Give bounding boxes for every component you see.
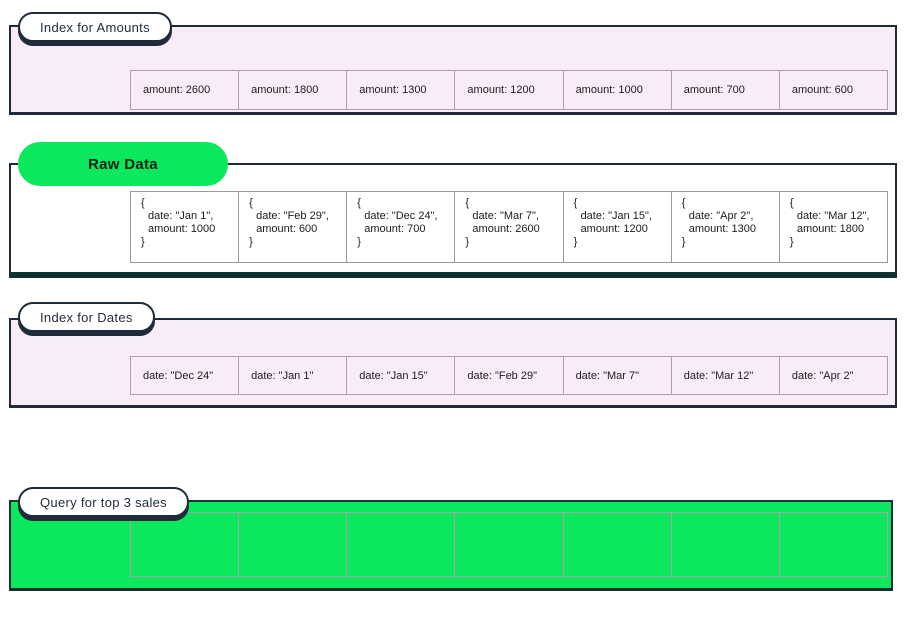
record-line: { (573, 197, 578, 209)
record-line: } (573, 236, 578, 248)
query-result-cell (562, 512, 672, 577)
index-for-dates-label: Index for Dates (40, 309, 133, 325)
amount-index-cell: amount: 700 (670, 70, 780, 110)
raw-data-record-cell: {date: "Apr 2",amount: 1300} (670, 191, 780, 263)
record-line: date: "Mar 7", (472, 210, 539, 222)
date-index-cell: date: "Jan 1" (238, 356, 348, 395)
amount-index-cell: amount: 1000 (562, 70, 672, 110)
record-line: } (249, 236, 253, 248)
raw-data-record-cell: {date: "Feb 29",amount: 600} (238, 191, 348, 263)
raw-data-record-cell: {date: "Mar 7",amount: 2600} (454, 191, 564, 263)
record-line: date: "Dec 24", (364, 210, 438, 222)
amount-index-cell: amount: 1200 (454, 70, 564, 110)
index-for-amounts-label: Index for Amounts (40, 19, 150, 35)
record-line: } (465, 236, 470, 248)
amount-index-cell: amount: 2600 (130, 70, 240, 110)
record-line: amount: 1200 (580, 223, 648, 235)
raw-data-label-pill: Raw Data (18, 142, 228, 186)
date-index-cell: date: "Dec 24" (130, 356, 240, 395)
query-result-cell (130, 512, 240, 577)
date-index-cell: date: "Feb 29" (454, 356, 564, 395)
raw-data-record-cell: {date: "Mar 12",amount: 1800} (778, 191, 888, 263)
record-line: { (789, 197, 794, 209)
record-line: } (141, 236, 145, 248)
record-line: amount: 1000 (148, 223, 216, 235)
record-line: amount: 1800 (796, 223, 865, 235)
query-result-cell (346, 512, 456, 577)
record-line: amount: 2600 (472, 223, 540, 235)
raw-data-row: {date: "Jan 1",amount: 1000}{date: "Feb … (130, 191, 888, 263)
raw-data-label: Raw Data (88, 155, 158, 173)
amount-index-cell: amount: 1300 (346, 70, 456, 110)
date-index-cell: date: "Mar 12" (670, 356, 780, 395)
record-line: date: "Jan 15", (580, 210, 652, 222)
record-line: } (357, 236, 361, 248)
amount-index-cell: amount: 600 (778, 70, 888, 110)
record-line: } (789, 236, 794, 248)
query-result-cell (238, 512, 348, 577)
record-line: { (681, 197, 686, 209)
date-index-row: date: "Dec 24"date: "Jan 1"date: "Jan 15… (130, 356, 888, 395)
record-line: date: "Jan 1", (148, 210, 214, 222)
index-for-dates-label-pill: Index for Dates (18, 302, 155, 332)
amount-index-cell: amount: 1800 (238, 70, 348, 110)
record-line: { (141, 197, 145, 209)
raw-data-record-cell: {date: "Dec 24",amount: 700} (346, 191, 456, 263)
query-top3-label-pill: Query for top 3 sales (18, 487, 189, 517)
index-for-amounts-label-pill: Index for Amounts (18, 12, 172, 42)
record-line: date: "Apr 2", (688, 210, 754, 222)
record-line: } (681, 236, 686, 248)
query-result-row (130, 512, 888, 577)
record-line: date: "Mar 12", (796, 210, 870, 222)
record-line: date: "Feb 29", (256, 210, 329, 222)
query-result-cell (454, 512, 564, 577)
query-result-cell (670, 512, 780, 577)
date-index-cell: date: "Mar 7" (562, 356, 672, 395)
record-line: amount: 700 (364, 223, 426, 235)
date-index-cell: date: "Apr 2" (778, 356, 888, 395)
raw-data-record-cell: {date: "Jan 1",amount: 1000} (130, 191, 240, 263)
query-top3-label: Query for top 3 sales (40, 494, 167, 510)
record-line: { (465, 197, 470, 209)
date-index-cell: date: "Jan 15" (346, 356, 456, 395)
query-result-cell (778, 512, 888, 577)
record-line: { (249, 197, 253, 209)
record-line: amount: 1300 (688, 223, 756, 235)
record-line: amount: 600 (256, 223, 318, 235)
record-line: { (357, 197, 361, 209)
raw-data-record-cell: {date: "Jan 15",amount: 1200} (562, 191, 672, 263)
